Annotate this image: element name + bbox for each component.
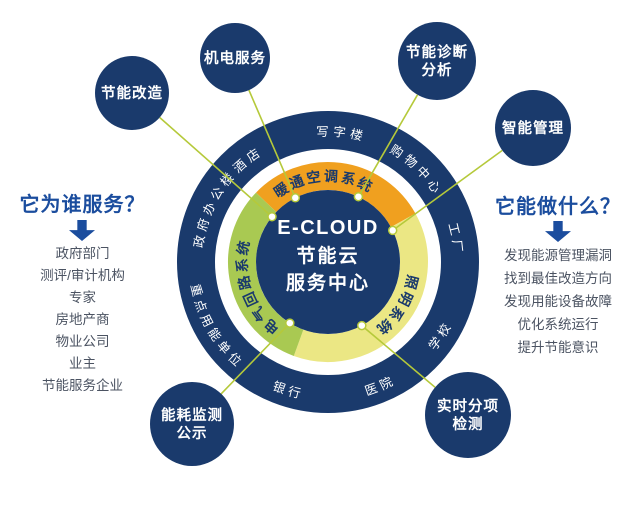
bubble-label: 智能管理 bbox=[502, 119, 564, 137]
left-panel-title: 它为谁服务？ bbox=[19, 194, 146, 216]
bubble-label: 节能改造 bbox=[101, 84, 163, 102]
leader-line-smart bbox=[392, 149, 503, 232]
connector-dot bbox=[290, 193, 301, 203]
audience-list-item: 业主 bbox=[69, 356, 96, 371]
bubble-label: 机电服务 bbox=[204, 49, 266, 67]
leader-lines bbox=[159, 89, 503, 395]
bubble-label: 实时分项 bbox=[437, 397, 499, 415]
audience-list-item: 房地产商 bbox=[55, 312, 110, 327]
audience-list-item: 测评/审计机构 bbox=[40, 268, 125, 283]
audience-list-item: 政府部门 bbox=[55, 246, 110, 261]
right-panel-title: 它能做什么？ bbox=[495, 196, 621, 218]
connector-dot bbox=[387, 225, 398, 236]
bubble-mech-elec-service: 机电服务 bbox=[200, 23, 270, 93]
connector-dot bbox=[353, 191, 364, 202]
bubble-diagnosis-analysis: 节能诊断 分析 bbox=[398, 22, 476, 100]
connector-dot bbox=[285, 318, 295, 328]
bubble-label: 能耗监测 bbox=[161, 406, 223, 424]
audience-list: 政府部门 测评/审计机构 专家 房地产商 物业公司 业主 节能服务企业 bbox=[5, 243, 160, 397]
audience-list-item: 专家 bbox=[69, 290, 96, 305]
bubble-label: 公示 bbox=[177, 425, 208, 442]
outer-ring bbox=[177, 111, 479, 413]
bubble-energy-retrofit: 节能改造 bbox=[95, 56, 169, 130]
audience-list-item: 节能服务企业 bbox=[42, 378, 123, 393]
bubble-energy-monitoring-publicity: 能耗监测 公示 bbox=[150, 382, 234, 466]
connector-dot bbox=[267, 211, 277, 222]
leader-line-diagnosis bbox=[357, 94, 419, 198]
bubble-label: 节能诊断 bbox=[406, 43, 468, 61]
bubble-realtime-submetering: 实时分项 检测 bbox=[425, 372, 511, 458]
capability-list: 发现能源管理漏洞 找到最佳改造方向 发现用能设备故障 优化系统运行 提升节能意识 bbox=[472, 244, 643, 359]
leader-line-monitoring bbox=[220, 322, 291, 395]
center-circle bbox=[256, 190, 400, 334]
capability-list-item: 发现能源管理漏洞 bbox=[504, 248, 612, 263]
leader-line-retrofit bbox=[159, 116, 273, 218]
capability-list-item: 提升节能意识 bbox=[517, 340, 599, 355]
audience-list-item: 物业公司 bbox=[55, 334, 110, 349]
bubble-label: 检测 bbox=[453, 415, 484, 433]
center-title-en: E-CLOUD bbox=[277, 217, 379, 239]
bubble-smart-management: 智能管理 bbox=[495, 90, 571, 166]
center-title-line2: 节能云 bbox=[296, 244, 359, 267]
bubble-label: 分析 bbox=[422, 61, 453, 79]
connector-dot bbox=[357, 320, 367, 331]
leader-line-mechelec bbox=[248, 89, 297, 199]
ring-segment-hvac bbox=[256, 162, 416, 228]
center-title-line3: 服务中心 bbox=[286, 271, 370, 294]
ring-segment-lighting bbox=[293, 213, 428, 362]
capability-list-item: 优化系统运行 bbox=[517, 317, 599, 332]
capability-list-item: 发现用能设备故障 bbox=[504, 294, 612, 309]
ring-segment-circuit bbox=[228, 192, 304, 356]
capability-list-item: 找到最佳改造方向 bbox=[504, 271, 612, 286]
leader-line-realtime bbox=[361, 324, 436, 388]
connector-dots bbox=[267, 191, 398, 331]
